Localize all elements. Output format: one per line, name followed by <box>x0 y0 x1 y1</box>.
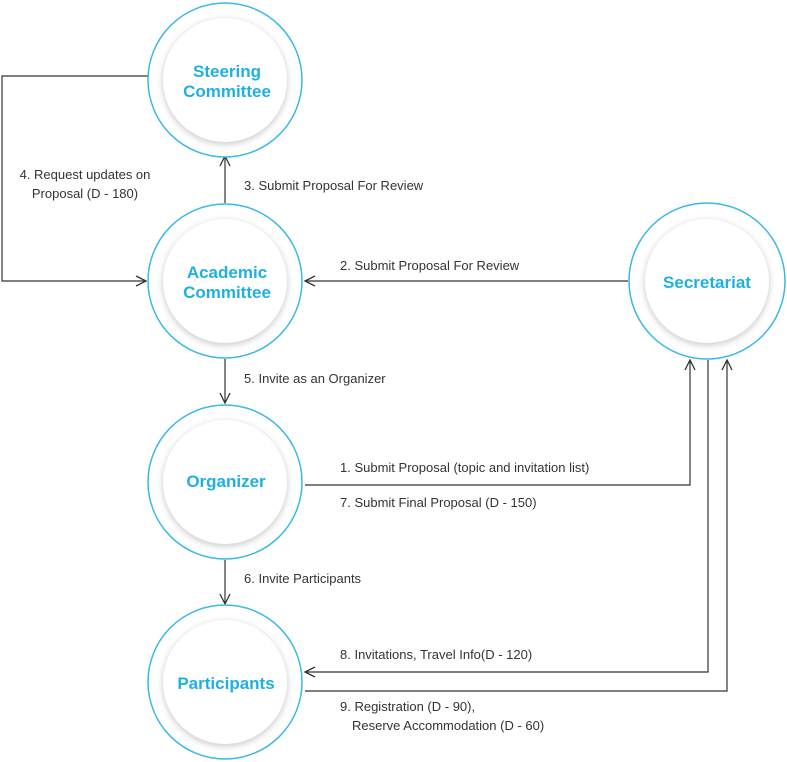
label-step4-line1: 4. Request updates on <box>20 167 151 182</box>
label-step8: 8. Invitations, Travel Info(D - 120) <box>340 647 532 662</box>
label-step9-line2: Reserve Accommodation (D - 60) <box>352 718 544 733</box>
node-label-academic-line2: Committee <box>183 283 271 302</box>
edge-submit-proposal <box>305 360 690 486</box>
node-steering-committee: Steering Committee <box>147 2 303 158</box>
label-step1: 1. Submit Proposal (topic and invitation… <box>340 460 589 475</box>
label-step5: 5. Invite as an Organizer <box>244 371 386 386</box>
node-label-organizer: Organizer <box>186 472 266 491</box>
node-organizer: Organizer <box>147 404 303 560</box>
edge-request-updates <box>1 75 148 281</box>
node-label-participants: Participants <box>177 674 274 693</box>
edge-labels: 4. Request updates on Proposal (D - 180)… <box>20 167 590 733</box>
node-label-academic-line1: Academic <box>187 263 267 282</box>
edges <box>1 75 727 692</box>
edge-registration <box>305 360 727 692</box>
node-participants: Participants <box>147 604 303 760</box>
label-step7: 7. Submit Final Proposal (D - 150) <box>340 495 537 510</box>
label-step4-line2: Proposal (D - 180) <box>32 186 138 201</box>
node-secretariat: Secretariat <box>628 202 786 360</box>
label-step3: 3. Submit Proposal For Review <box>244 178 424 193</box>
label-step6: 6. Invite Participants <box>244 571 362 586</box>
node-label-steering-line2: Committee <box>183 82 271 101</box>
node-label-steering-line1: Steering <box>193 62 261 81</box>
label-step9-line1: 9. Registration (D - 90), <box>340 699 475 714</box>
label-step2: 2. Submit Proposal For Review <box>340 258 520 273</box>
node-academic-committee: Academic Committee <box>147 203 303 359</box>
node-label-secretariat: Secretariat <box>663 273 751 292</box>
edge-invitations-travel <box>305 360 709 672</box>
